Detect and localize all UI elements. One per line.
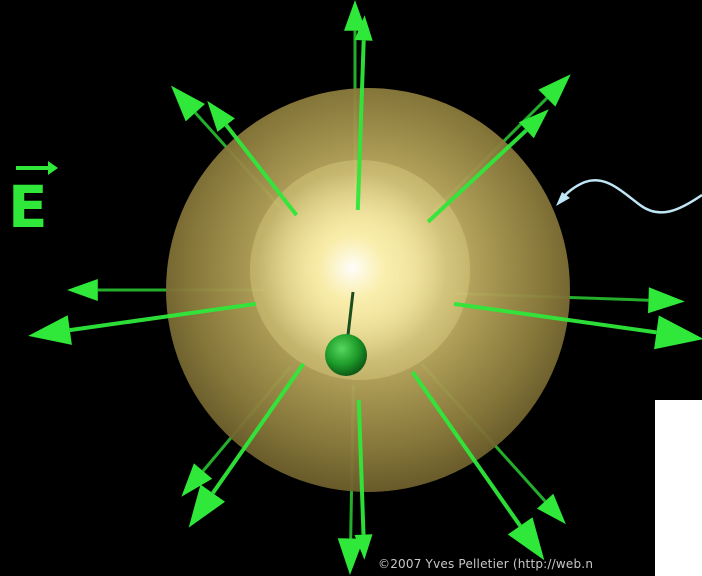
green-arrow-icon: [508, 517, 544, 560]
field-symbol-label: E: [8, 178, 48, 236]
green-arrow-icon: [654, 316, 702, 350]
green-arrow-icon: [207, 101, 235, 132]
image-credit: ©2007 Yves Pelletier (http://web.n: [378, 556, 658, 572]
green-arrow-icon: [189, 485, 225, 528]
white-overlay-block: [655, 400, 702, 576]
curved-pointer-arrow-icon: [556, 180, 702, 212]
green-arrow-icon: [67, 279, 98, 301]
central-charge: [325, 334, 367, 376]
green-arrow-icon: [648, 287, 685, 313]
green-arrow-icon: [28, 315, 72, 345]
